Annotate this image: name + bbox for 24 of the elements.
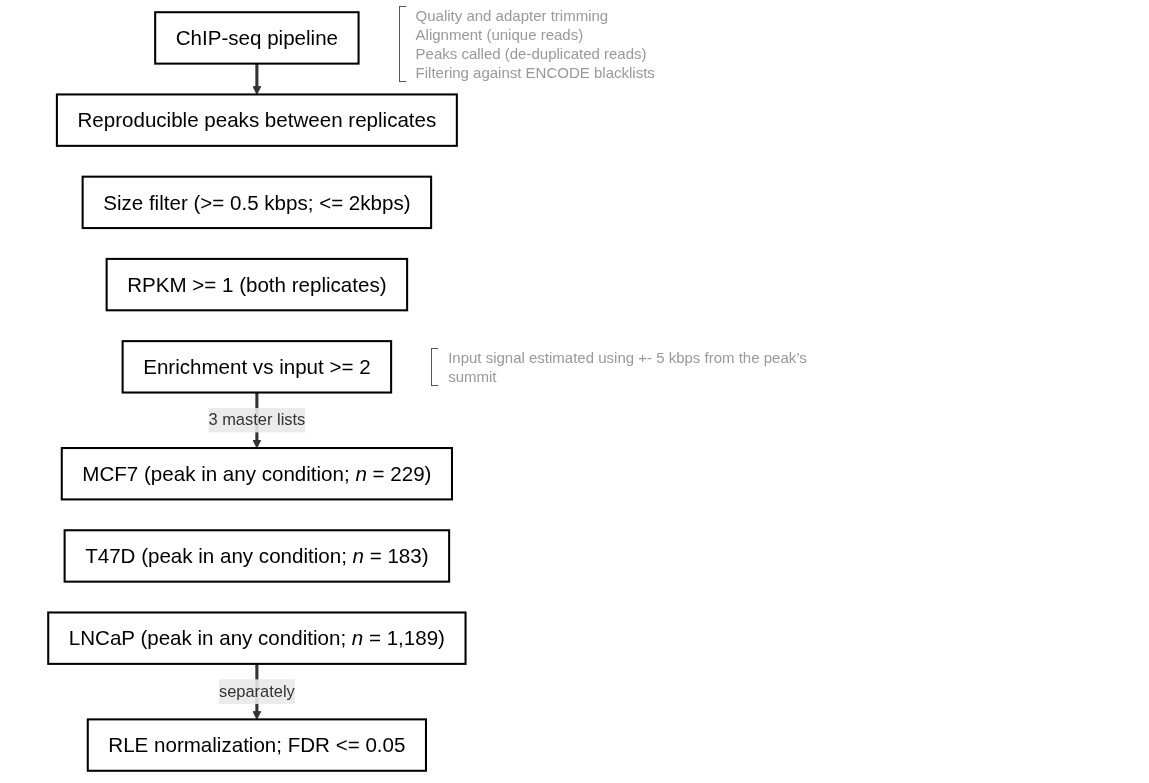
box-text: RPKM >= 1 (both replicates) xyxy=(127,272,387,298)
arrow xyxy=(252,63,262,95)
box-text: T47D (peak in any condition; n = 183) xyxy=(85,543,429,570)
box-text: Size filter (>= 0.5 kbps; <= 2kbps) xyxy=(103,190,411,216)
process-box xyxy=(63,529,451,583)
process-box xyxy=(105,257,409,312)
note-text: Quality and adapter trimming xyxy=(415,6,610,25)
box-text: ChIP-seq pipeline xyxy=(175,25,338,52)
process-box xyxy=(55,93,458,147)
box-text: Enrichment vs input >= 2 xyxy=(143,354,371,381)
note-text: Filtering against ENCODE blacklists xyxy=(415,63,655,82)
box-text: RLE normalization; FDR <= 0.05 xyxy=(108,732,406,759)
note-text: Input signal estimated using +- 5 kbps from the peak’s summit xyxy=(448,347,808,386)
process-box xyxy=(81,175,433,230)
box-text: Reproducible peaks between replicates xyxy=(77,107,437,134)
box-text: MCF7 (peak in any condition; n = 229) xyxy=(82,461,432,488)
note-text: Alignment (unique reads) xyxy=(415,25,585,44)
process-box xyxy=(86,718,427,772)
process-box xyxy=(154,11,360,65)
process-box xyxy=(60,447,453,501)
box-text: LNCaP (peak in any condition; n = 1,189) xyxy=(68,625,445,652)
process-box xyxy=(121,340,393,394)
note-text: Peaks called (de-duplicated reads) xyxy=(415,44,648,63)
process-box xyxy=(47,611,467,665)
